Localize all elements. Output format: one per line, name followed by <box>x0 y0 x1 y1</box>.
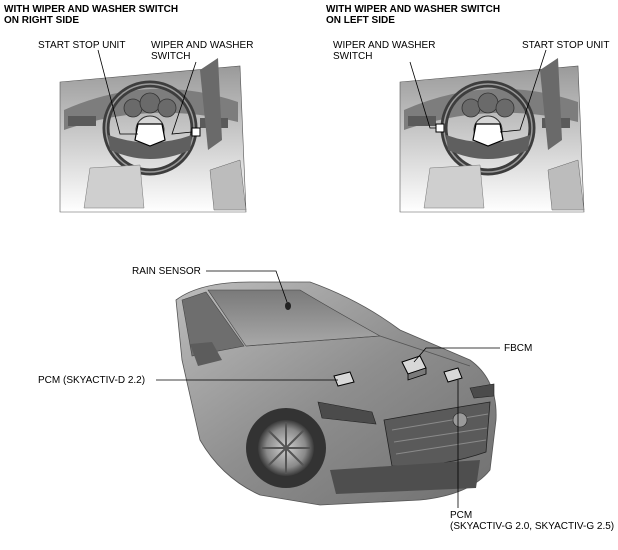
dashboard-left-hand-switch-illustration <box>399 58 585 213</box>
wiper-washer-switch-label-right-line1: WIPER AND WASHER <box>151 40 254 51</box>
rain-sensor-label: RAIN SENSOR <box>132 266 201 277</box>
leader-lines <box>97 49 547 508</box>
pcm-gas-label-line2: (SKYACTIV-G 2.0, SKYACTIV-G 2.5) <box>450 521 615 532</box>
pcm-diesel-label: PCM (SKYACTIV-D 2.2) <box>38 375 146 386</box>
heading-left-side-line2: ON LEFT SIDE <box>326 15 395 26</box>
dashboard-right-hand-switch-illustration <box>59 58 247 213</box>
heading-right-side-line1: WITH WIPER AND WASHER SWITCH <box>4 4 179 15</box>
heading-right-side-line2: ON RIGHT SIDE <box>4 15 80 26</box>
heading-left-side-line1: WITH WIPER AND WASHER SWITCH <box>326 4 501 15</box>
wiper-washer-switch-label-right-line2: SWITCH <box>151 51 191 62</box>
vehicle-illustration <box>175 281 497 506</box>
wiper-washer-switch-label-left-line2: SWITCH <box>333 51 373 62</box>
pcm-gas-label-line1: PCM <box>450 510 473 521</box>
wiper-washer-switch-label-left-line1: WIPER AND WASHER <box>333 40 436 51</box>
start-stop-unit-label-left-switch: START STOP UNIT <box>522 40 610 51</box>
start-stop-unit-label-right-switch: START STOP UNIT <box>38 40 126 51</box>
fbcm-label: FBCM <box>504 343 533 354</box>
